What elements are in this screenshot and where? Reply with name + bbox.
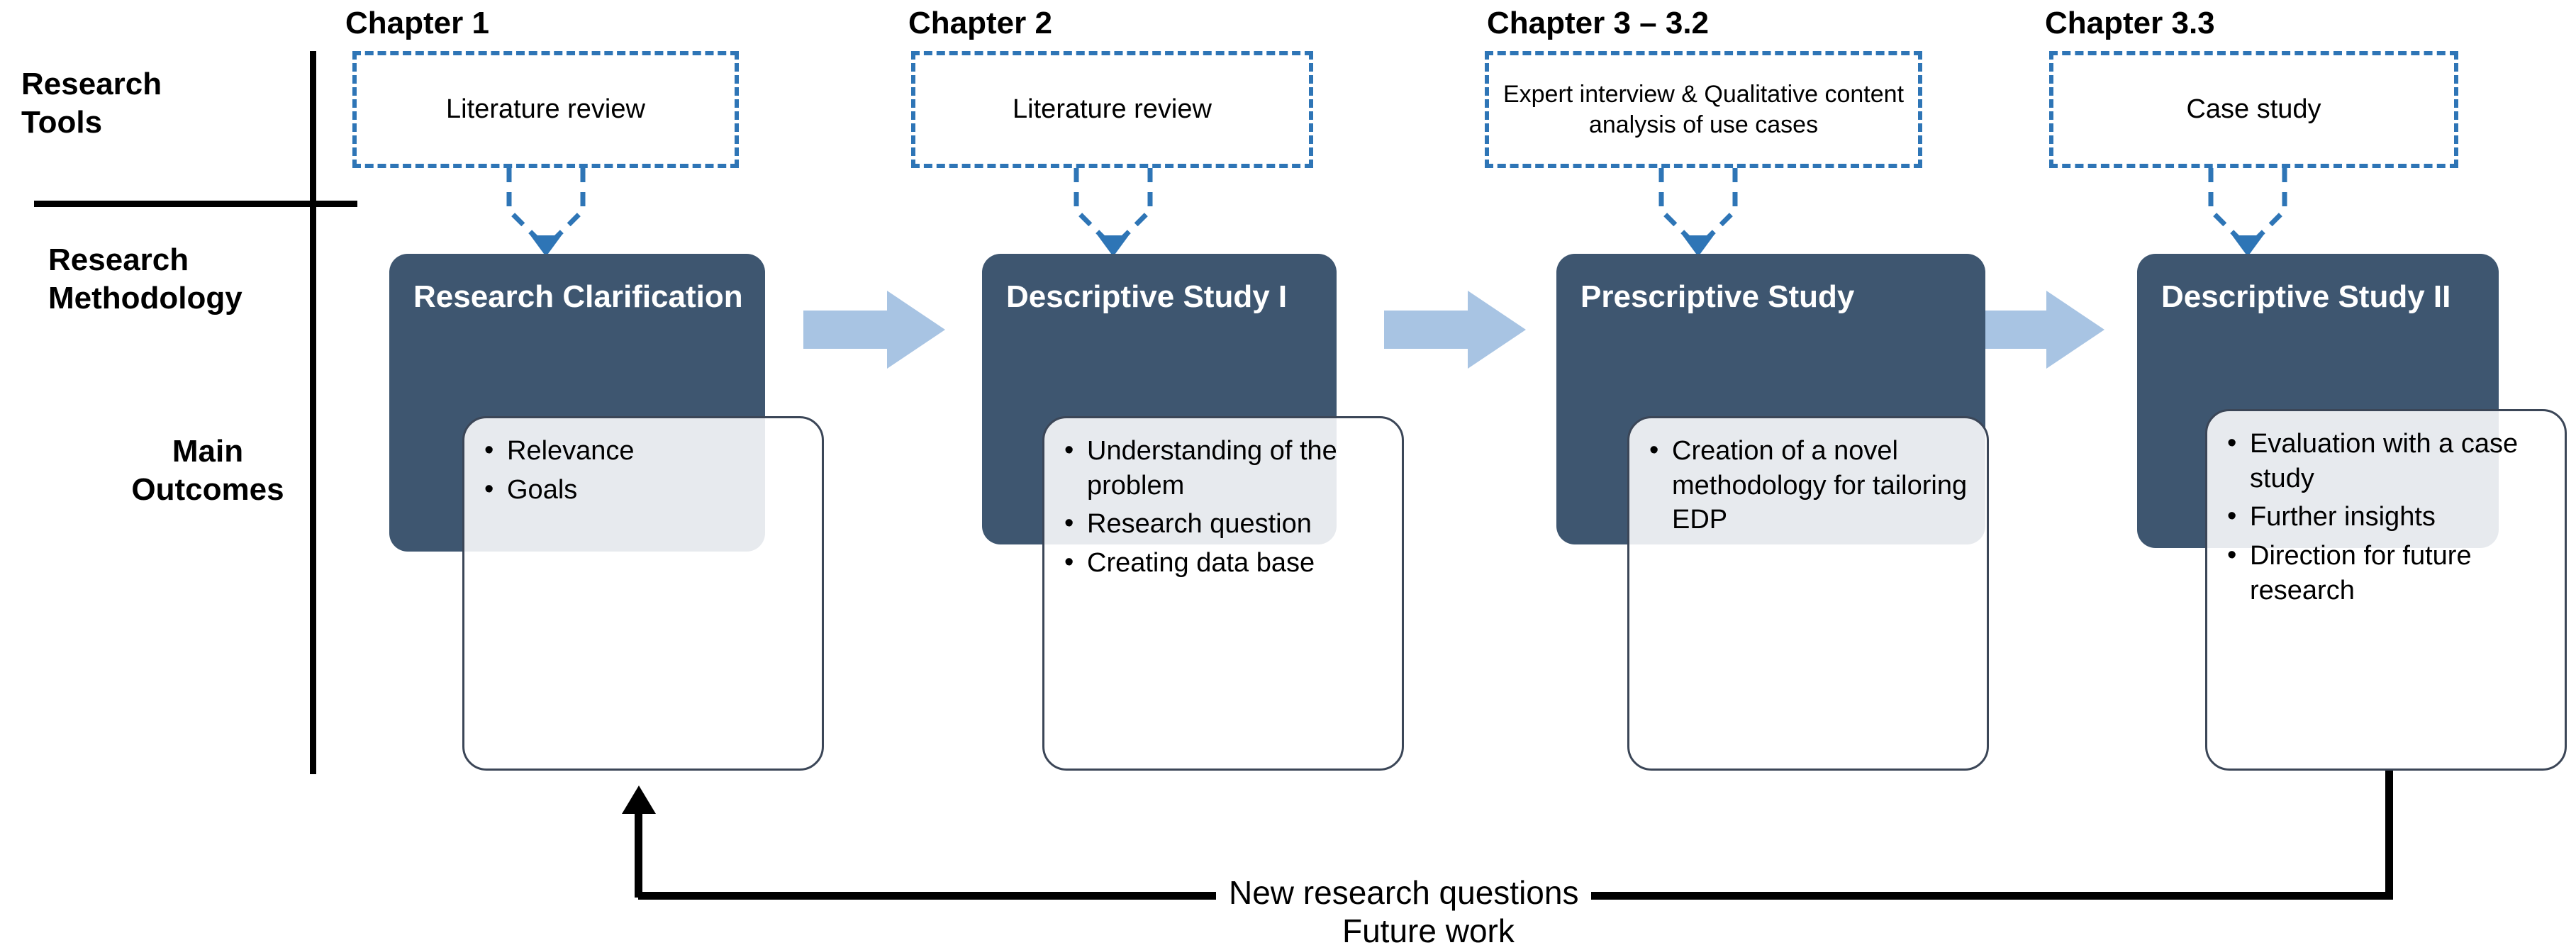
- research-tool-box-4: Case study: [2049, 51, 2458, 168]
- outcome-box-3: Creation of a novel methodology for tail…: [1627, 416, 1989, 771]
- row-label-research-methodology: Research Methodology: [48, 242, 242, 315]
- outcome-item: Creation of a novel methodology for tail…: [1648, 433, 1968, 537]
- feedback-loop-label-line1: New research questions: [1216, 873, 1592, 912]
- outcome-list-3: Creation of a novel methodology for tail…: [1648, 433, 1968, 537]
- outcome-item: Goals: [483, 472, 803, 508]
- flow-arrow-2-to-3: [1384, 291, 1526, 369]
- research-tool-label-1: Literature review: [446, 94, 645, 124]
- outcome-item: Evaluation with a case study: [2226, 426, 2546, 496]
- research-tool-box-3: Expert interview & Qualitative content a…: [1485, 51, 1922, 168]
- outcome-item: Direction for future research: [2226, 538, 2546, 608]
- outcome-item: Further insights: [2226, 499, 2546, 535]
- chapter-title-4: Chapter 3.3: [2045, 6, 2215, 40]
- feedback-loop-label-line2: Future work: [1329, 912, 1527, 950]
- tool-connector-arrow-3: [1658, 168, 1738, 257]
- chapter-title-2: Chapter 2: [908, 6, 1052, 40]
- stage-label-4: Descriptive Study II: [2161, 279, 2451, 314]
- research-tool-label-2: Literature review: [1013, 94, 1212, 124]
- row-label-research-tools: Research Tools: [21, 67, 162, 140]
- research-tool-label-3: Expert interview & Qualitative content a…: [1502, 80, 1905, 138]
- stage-label-2: Descriptive Study I: [1006, 279, 1288, 314]
- tool-connector-arrow-4: [2208, 168, 2287, 257]
- tool-connector-arrow-1: [506, 168, 586, 257]
- outcome-list-4: Evaluation with a case study Further ins…: [2226, 426, 2546, 608]
- research-tool-label-4: Case study: [2186, 94, 2321, 124]
- axis-vertical-line: [310, 51, 316, 774]
- outcome-item: Understanding of the problem: [1063, 433, 1383, 503]
- chapter-title-3: Chapter 3 – 3.2: [1487, 6, 1710, 40]
- outcome-item: Research question: [1063, 506, 1383, 542]
- stage-label-1: Research Clarification: [413, 279, 743, 314]
- feedback-loop-left-vertical: [635, 814, 642, 898]
- outcome-list-2: Understanding of the problem Research qu…: [1063, 433, 1383, 581]
- row-label-main-outcomes: Main Outcomes: [131, 434, 284, 507]
- research-tool-box-2: Literature review: [911, 51, 1313, 168]
- tool-connector-arrow-2: [1074, 168, 1153, 257]
- research-tool-box-1: Literature review: [352, 51, 739, 168]
- outcome-box-1: Relevance Goals: [462, 416, 824, 771]
- feedback-loop-right-vertical: [2385, 771, 2393, 900]
- chapter-title-1: Chapter 1: [345, 6, 489, 40]
- flow-arrow-3-to-4: [1963, 291, 2104, 369]
- outcome-box-2: Understanding of the problem Research qu…: [1042, 416, 1404, 771]
- stage-label-3: Prescriptive Study: [1580, 279, 1855, 314]
- outcome-box-4: Evaluation with a case study Further ins…: [2205, 409, 2567, 771]
- axis-horizontal-divider: [34, 201, 357, 207]
- outcome-list-1: Relevance Goals: [483, 433, 803, 508]
- outcome-item: Creating data base: [1063, 545, 1383, 581]
- flow-arrow-1-to-2: [803, 291, 945, 369]
- outcome-item: Relevance: [483, 433, 803, 469]
- feedback-loop-arrowhead: [622, 786, 656, 814]
